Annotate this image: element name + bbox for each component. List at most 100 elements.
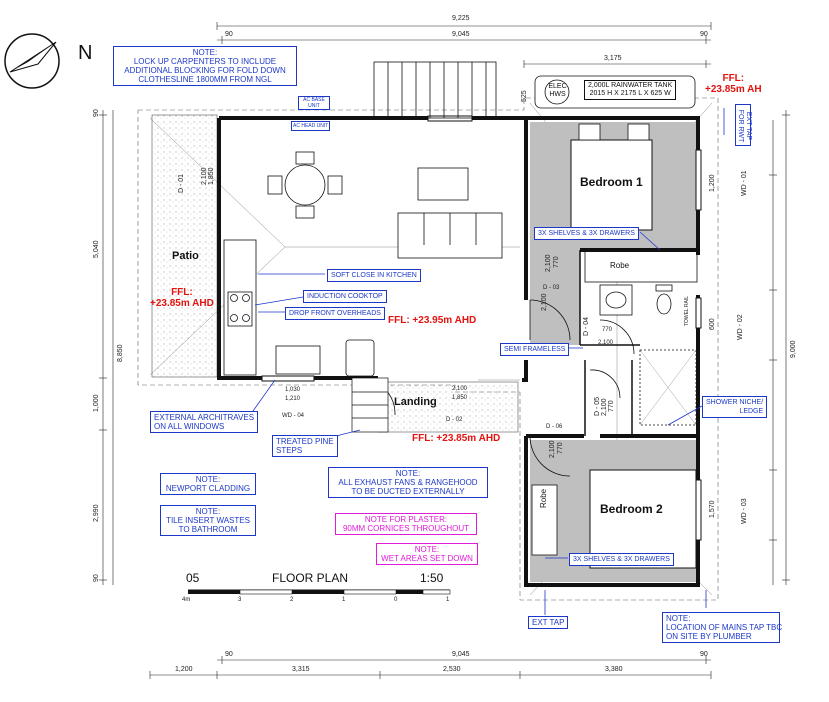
ffl-main: FFL: +23.95m AHD [388,315,477,326]
note-drop-front: DROP FRONT OVERHEADS [285,307,385,320]
tag-d04-h: 2,100 [598,340,614,346]
plan-scale: 1:50 [420,571,444,585]
tag-d02-h: 2,100 [452,386,468,392]
note-shower-niche: SHOWER NICHE/LEDGE [702,396,768,418]
scale-tick-5: 1 [446,597,450,603]
dim-left-2990: 2,990 [93,504,100,522]
note-newport: NOTE:NEWPORT CLADDING [160,473,256,495]
room-bedroom-1: Bedroom 1 [580,175,643,189]
dim-tank-525: 525 [521,90,528,102]
tag-d01: D - 01 [178,173,185,193]
dim-top-inner: 9,045 [452,31,470,38]
ffl-landing: FFL: +23.85m AHD [412,433,501,444]
ffl-tank: FFL:+23.85m AH [705,73,762,95]
dim-right-600-a: 600 [709,318,716,330]
north-compass-icon [4,33,60,89]
tag-d06-w: 770 [557,442,564,454]
scale-tick-0: 4m [182,597,191,603]
room-landing: Landing [394,396,437,408]
dim-top-right-90: 90 [700,31,708,38]
note-plaster: NOTE FOR PLASTER:90MM CORNICES THROUGHOU… [335,513,477,535]
tag-d03-w: 770 [553,256,560,268]
scale-tick-2: 2 [290,597,294,603]
scale-tick-3: 1 [342,597,346,603]
dim-left-5040: 5,040 [93,240,100,258]
windows [261,115,702,541]
tag-wd04-w: 1,030 [285,387,301,393]
note-shelves-bed2: 3X SHELVES & 3X DRAWERS [569,553,674,566]
bed-1 [570,139,653,231]
tag-wd03: WD - 03 [741,498,748,524]
eaves-outline [137,97,719,601]
dim-top-left-90: 90 [225,31,233,38]
scale-tick-1: 3 [238,597,242,603]
room-robe-2: Robe [539,488,548,508]
tag-wd02: WD - 02 [737,314,744,340]
dim-top-overall: 9,225 [452,15,470,22]
plan-number: 05 [186,571,200,585]
dim-right-1200: 1,200 [709,174,716,192]
north-label: N [78,42,93,64]
dim-tank-width: 3,175 [604,55,622,62]
tag-wd01: WD - 01 [741,170,748,196]
dim-left-1000: 1,000 [93,394,100,412]
dim-bottom-seg-3: 2,530 [443,666,461,673]
dim-bottom-inner: 9,045 [452,651,470,658]
scale-bar [188,589,451,595]
tag-d06-h: 2,100 [549,440,556,458]
note-ext-tap: EXT TAP [528,616,569,629]
tag-d05: D - 05 [594,396,601,416]
tag-d06: D - 06 [546,424,563,430]
tag-d02-w: 1,850 [452,395,468,401]
note-soft-close: SOFT CLOSE IN KITCHEN [327,269,421,282]
dim-bottom-seg-2: 3,315 [292,666,310,673]
tag-wd04-h: 1,210 [285,396,301,402]
robe-2 [531,484,558,556]
patio-deck [151,114,218,378]
tag-wd04: WD - 04 [282,413,305,419]
dim-bottom-seg-1: 1,200 [175,666,193,673]
ffl-patio: FFL:+23.85m AHD [150,287,214,309]
dim-left-90-top: 90 [93,109,100,117]
plan-title: FLOOR PLAN [272,571,349,585]
note-induction: INDUCTION COOKTOP [303,290,387,303]
dim-bottom-left-90: 90 [225,651,233,658]
robe-1 [584,249,698,283]
dim-right-1570: 1,570 [709,500,716,518]
dim-left-90-bottom: 90 [93,574,100,582]
bed-2 [589,469,697,569]
tag-d03-side: 2,100 [541,293,548,311]
dim-right-overall: 9,000 [790,340,797,358]
dimension-lines [99,22,790,679]
note-wet-areas: NOTE:WET AREAS SET DOWN [376,543,478,565]
dim-bottom-right-90: 90 [700,651,708,658]
tag-towel-rail: TOWEL RAIL [684,295,690,326]
tag-d05-h: 2,100 [601,398,608,416]
note-semi-frameless: SEMI FRAMELESS [500,343,570,356]
tag-d02: D - 02 [446,417,463,423]
tag-d01-h: 2,100 [201,167,208,185]
dim-bottom-seg-4: 3,380 [605,666,623,673]
tag-d04-w: 770 [602,327,613,333]
room-patio: Patio [172,250,199,262]
note-ac-head: AC HEAD UNIT [291,121,331,131]
tag-d03: D - 03 [543,285,560,291]
note-shelves-bed1: 3X SHELVES & 3X DRAWERS [534,227,639,240]
stairs [351,377,389,433]
dim-left-inner: 8,850 [117,344,124,362]
walls [217,116,700,587]
tag-d03-h: 2,100 [545,254,552,272]
room-robe-1: Robe [610,261,630,270]
tag-d05-w: 770 [608,400,615,412]
